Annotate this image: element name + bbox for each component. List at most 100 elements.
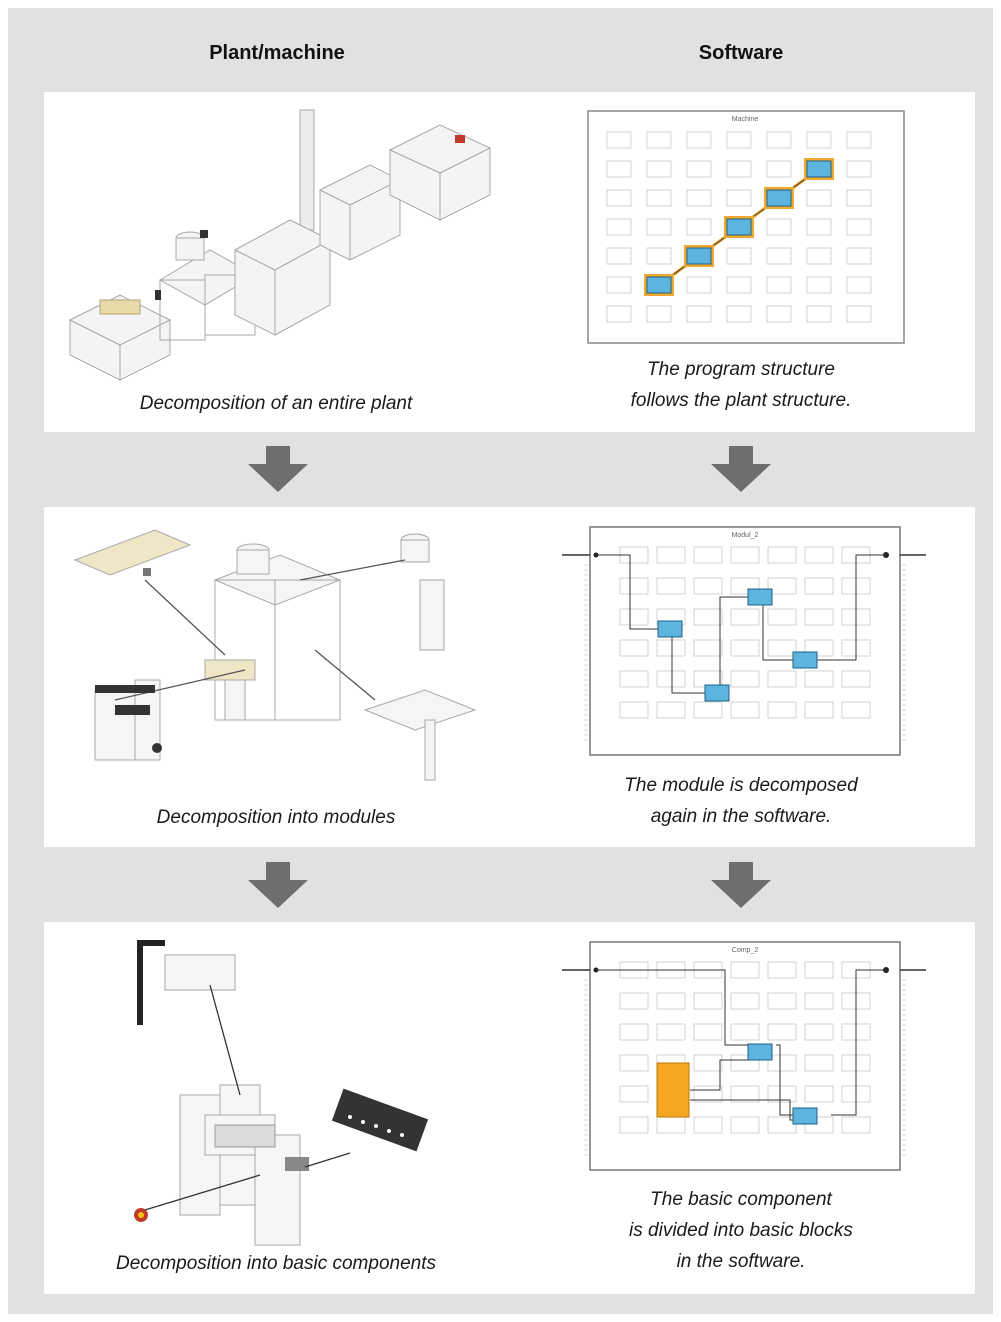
caption-line: The basic component: [650, 1189, 832, 1210]
grid-cell: [806, 247, 832, 265]
grid-cell: [806, 189, 832, 207]
grid-cell: [619, 1054, 649, 1072]
caption-modules: Decomposition into modules: [156, 807, 396, 828]
basic-components-illustration: [134, 940, 429, 1246]
grid-cell: [766, 218, 792, 236]
grid-cell: [730, 701, 760, 719]
grid-cell: [766, 160, 792, 178]
basic-blocks-diagram: Comp_2: [562, 941, 926, 1171]
signal-path: [596, 969, 760, 1046]
caption-line: The program structure: [647, 359, 835, 380]
grid-cell: [656, 1023, 686, 1041]
grid-cell: [730, 546, 760, 564]
program-structure-diagram: Machine: [587, 110, 905, 344]
grid-cell: [686, 305, 712, 323]
diagram-frame: [589, 526, 901, 756]
signal-path: [831, 969, 886, 1116]
grid-cell: [619, 639, 649, 657]
grid-cell: [686, 218, 712, 236]
software-block: [792, 1107, 818, 1125]
grid-cell: [693, 1023, 723, 1041]
caption-line: The module is decomposed: [624, 775, 858, 796]
software-block: [686, 247, 712, 265]
grid-cell: [846, 247, 872, 265]
grid-cell: [693, 701, 723, 719]
grid-cell: [767, 639, 797, 657]
grid-cell: [693, 1085, 723, 1103]
grid-cell: [693, 546, 723, 564]
grid-cell: [606, 305, 632, 323]
software-column-header: Software: [698, 42, 784, 64]
grid-cell: [656, 701, 686, 719]
grid-cell: [804, 1116, 834, 1134]
grid-cell: [730, 577, 760, 595]
grid-cell: [656, 670, 686, 688]
caption-line: in the software.: [676, 1251, 806, 1272]
caption-program-structure: The program structure follows the plant …: [521, 354, 961, 416]
software-block: [646, 276, 672, 294]
grid-cell: [606, 160, 632, 178]
grid-cell: [646, 247, 672, 265]
caption-line: is divided into basic blocks: [629, 1220, 853, 1241]
grid-cell: [804, 1085, 834, 1103]
grid-cell: [804, 701, 834, 719]
grid-cell: [730, 961, 760, 979]
software-block: [806, 160, 832, 178]
grid-cell: [656, 992, 686, 1010]
grid-cell: [846, 160, 872, 178]
grid-cell: [841, 670, 871, 688]
diagram-title: Modul_2: [732, 532, 759, 539]
grid-cell: [767, 992, 797, 1010]
grid-cell: [646, 189, 672, 207]
signal-path: [690, 1059, 760, 1091]
grid-cell: [846, 305, 872, 323]
plant-column-header: Plant/machine: [209, 42, 345, 64]
grid-cell: [804, 1023, 834, 1041]
grid-cell: [726, 189, 752, 207]
software-block: [747, 1043, 773, 1061]
grid-cell: [767, 546, 797, 564]
grid-cell: [693, 639, 723, 657]
software-block: [726, 218, 752, 236]
grid-cell: [726, 305, 752, 323]
software-block: [747, 588, 773, 606]
grid-cell: [730, 992, 760, 1010]
grid-cell: [730, 608, 760, 626]
grid-cell: [804, 1054, 834, 1072]
grid-cell: [693, 1054, 723, 1072]
grid-cell: [619, 1085, 649, 1103]
grid-cell: [606, 247, 632, 265]
grid-cell: [730, 1054, 760, 1072]
grid-cell: [726, 247, 752, 265]
diagram-title: Machine: [732, 116, 759, 123]
grid-cell: [726, 131, 752, 149]
diagram-frame: [589, 941, 901, 1171]
grid-cell: [846, 218, 872, 236]
diagram-title: Comp_2: [732, 947, 759, 954]
grid-cell: [804, 992, 834, 1010]
grid-cell: [619, 608, 649, 626]
entire-plant-illustration: [68, 109, 492, 381]
grid-cell: [767, 670, 797, 688]
grid-cell: [767, 1023, 797, 1041]
grid-cell: [766, 305, 792, 323]
caption-entire-plant: Decomposition of an entire plant: [139, 393, 413, 414]
grid-cell: [806, 131, 832, 149]
grid-cell: [606, 276, 632, 294]
grid-cell: [767, 1054, 797, 1072]
grid-cell: [804, 546, 834, 564]
grid-cell: [767, 1116, 797, 1134]
grid-cell: [767, 1085, 797, 1103]
software-block: [766, 189, 792, 207]
grid-cell: [804, 608, 834, 626]
grid-cell: [619, 1023, 649, 1041]
grid-cell: [730, 1116, 760, 1134]
down-arrow-icon: [248, 446, 308, 492]
grid-cell: [686, 189, 712, 207]
grid-cell: [730, 1023, 760, 1041]
grid-cell: [767, 701, 797, 719]
grid-cell: [646, 131, 672, 149]
grid-cell: [693, 1116, 723, 1134]
caption-line: follows the plant structure.: [630, 390, 852, 411]
module-decomposition-diagram: Modul_2: [562, 526, 926, 756]
